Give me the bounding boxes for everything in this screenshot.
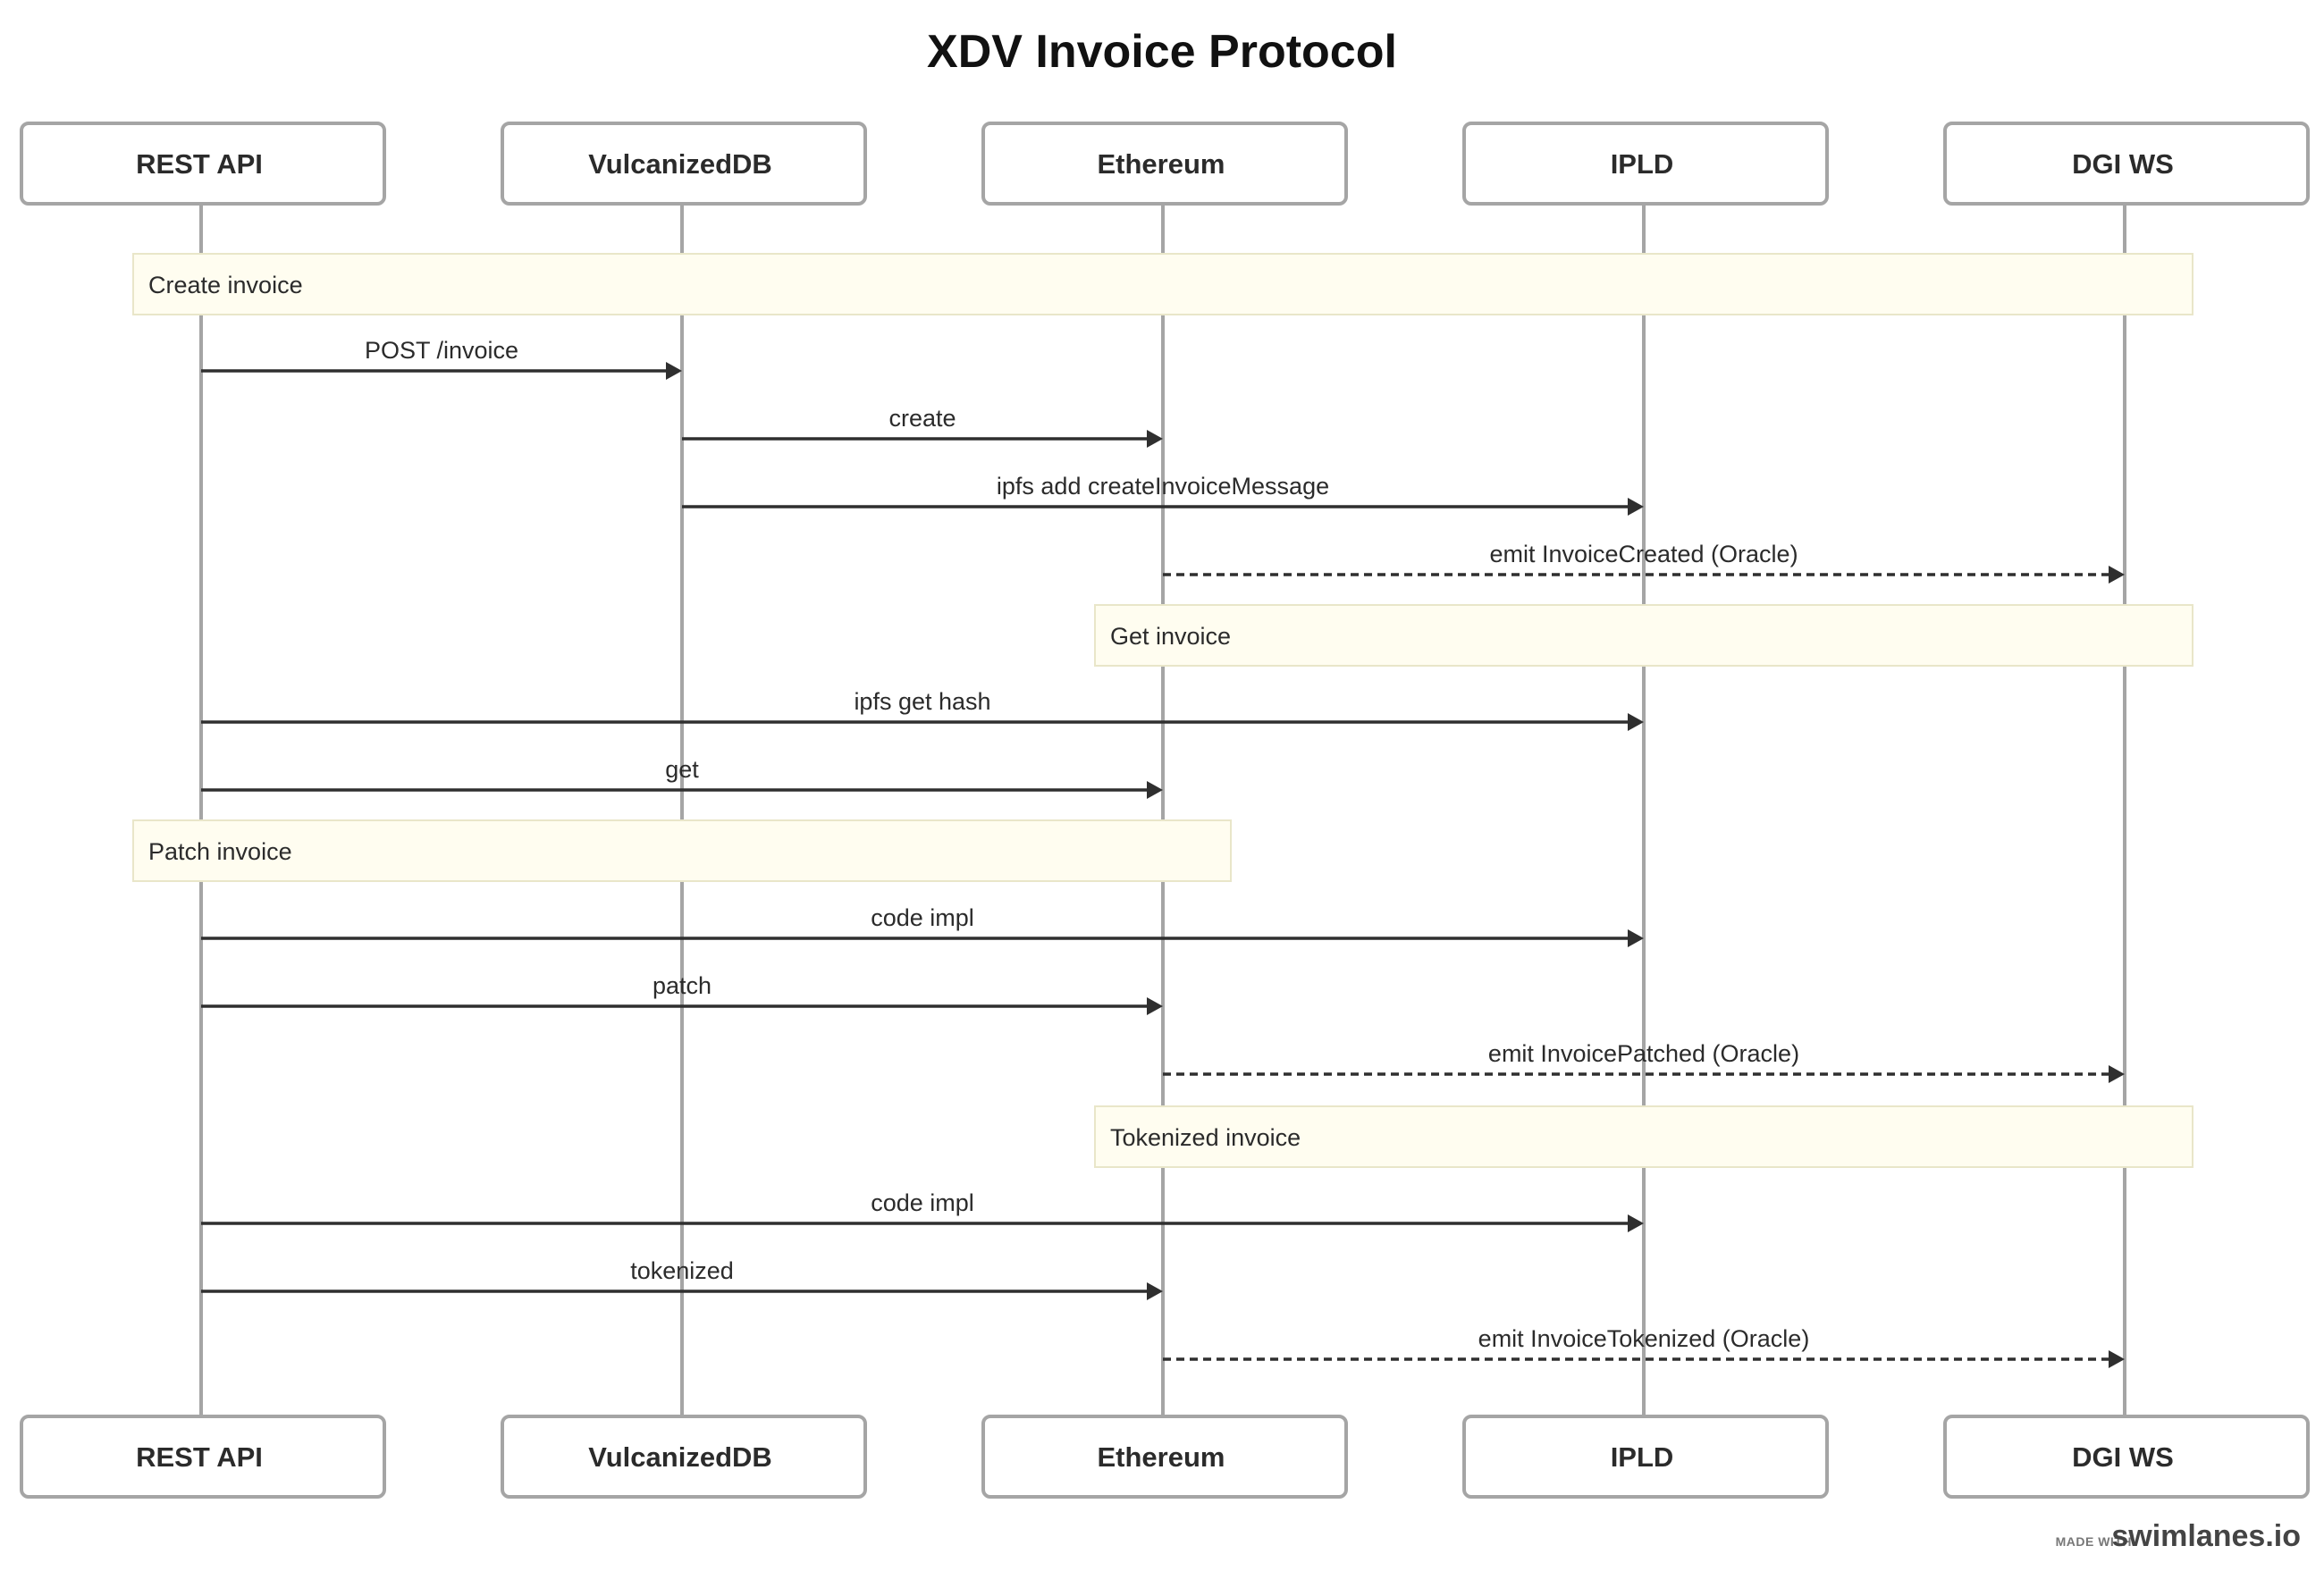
- participant-rest-top: REST API: [20, 122, 386, 206]
- brand-label: swimlanes.io: [2111, 1519, 2301, 1553]
- message-label: ipfs get hash: [854, 688, 990, 715]
- messages: POST /invoice create ipfs add createInvoic…: [201, 337, 2125, 1368]
- note-box: [132, 819, 1232, 882]
- participant-box: [501, 122, 867, 206]
- message: ipfs get hash: [201, 688, 1644, 731]
- participant-rest-bottom: REST API: [20, 1415, 386, 1499]
- credit: MADE WITH swimlanes.io: [2056, 1519, 2301, 1553]
- participant-label: IPLD: [1611, 1441, 1674, 1473]
- message-label: code impl: [871, 1189, 974, 1216]
- arrowhead: [2109, 1065, 2125, 1083]
- message: emit InvoicePatched (Oracle): [1163, 1040, 2125, 1083]
- arrowhead: [2109, 1350, 2125, 1368]
- participants: REST API REST API VulcanizedDB VulcanizedDB…: [20, 122, 2310, 1499]
- participant-box: [1462, 1415, 1829, 1499]
- participant-label: DGI WS: [2072, 1441, 2174, 1473]
- message: create: [682, 405, 1163, 448]
- message-label: emit InvoiceTokenized (Oracle): [1478, 1325, 1810, 1352]
- participant-label: REST API: [136, 148, 263, 180]
- note-text: Patch invoice: [148, 838, 292, 865]
- participant-label: VulcanizedDB: [588, 148, 772, 180]
- message: tokenized: [201, 1257, 1163, 1300]
- message: emit InvoiceCreated (Oracle): [1163, 541, 2125, 584]
- note: Get invoice: [1094, 604, 2193, 667]
- participant-box: [1462, 122, 1829, 206]
- message-label: tokenized: [630, 1257, 734, 1284]
- note-text: Create invoice: [148, 272, 303, 298]
- arrowhead: [1147, 997, 1163, 1015]
- note: Tokenized invoice: [1094, 1105, 2193, 1168]
- note-text: Get invoice: [1110, 623, 1231, 650]
- note-box: [132, 253, 2193, 315]
- message-label: code impl: [871, 904, 974, 931]
- participant-box: [981, 122, 1348, 206]
- message-label: get: [665, 756, 699, 783]
- message: code impl: [201, 904, 1644, 947]
- arrowhead: [1628, 713, 1644, 731]
- participant-box: [1943, 122, 2310, 206]
- message: ipfs add createInvoiceMessage: [682, 473, 1644, 516]
- participant-box: [1943, 1415, 2310, 1499]
- arrowhead: [1628, 1214, 1644, 1232]
- message-label: POST /invoice: [365, 337, 518, 364]
- participant-eth-top: Ethereum: [981, 122, 1348, 206]
- participant-box: [20, 1415, 386, 1499]
- participant-dgi-bottom: DGI WS: [1943, 1415, 2310, 1499]
- note-text: Tokenized invoice: [1110, 1124, 1301, 1151]
- message-label: emit InvoicePatched (Oracle): [1488, 1040, 1799, 1067]
- arrowhead: [666, 362, 682, 380]
- made-with-label: MADE WITH: [2056, 1534, 2132, 1549]
- participant-label: REST API: [136, 1441, 263, 1473]
- participant-ipld-bottom: IPLD: [1462, 1415, 1829, 1499]
- participant-label: IPLD: [1611, 148, 1674, 180]
- participant-dgi-top: DGI WS: [1943, 122, 2310, 206]
- note: Patch invoice: [132, 819, 1232, 882]
- message: emit InvoiceTokenized (Oracle): [1163, 1325, 2125, 1368]
- participant-eth-bottom: Ethereum: [981, 1415, 1348, 1499]
- participant-box: [501, 1415, 867, 1499]
- participant-vdb-bottom: VulcanizedDB: [501, 1415, 867, 1499]
- message: patch: [201, 972, 1163, 1015]
- arrowhead: [1147, 781, 1163, 799]
- arrowhead: [1628, 929, 1644, 947]
- participant-ipld-top: IPLD: [1462, 122, 1829, 206]
- message: get: [201, 756, 1163, 799]
- diagram-title: XDV Invoice Protocol: [927, 26, 1397, 78]
- arrowhead: [1628, 498, 1644, 516]
- note: Create invoice: [132, 253, 2193, 315]
- arrowhead: [1147, 1282, 1163, 1300]
- participant-box: [981, 1415, 1348, 1499]
- message: code impl: [201, 1189, 1644, 1232]
- arrowhead: [1147, 430, 1163, 448]
- note-box: [1094, 1105, 2193, 1168]
- lifelines: [199, 204, 2126, 1416]
- note-box: [1094, 604, 2193, 667]
- message-label: ipfs add createInvoiceMessage: [997, 473, 1329, 500]
- participant-label: Ethereum: [1098, 1441, 1225, 1473]
- participant-label: DGI WS: [2072, 148, 2174, 180]
- participant-box: [20, 122, 386, 206]
- message-label: emit InvoiceCreated (Oracle): [1489, 541, 1798, 567]
- message-label: create: [888, 405, 956, 432]
- message: POST /invoice: [201, 337, 682, 380]
- participant-label: VulcanizedDB: [588, 1441, 772, 1473]
- participant-label: Ethereum: [1098, 148, 1225, 180]
- arrowhead: [2109, 566, 2125, 584]
- message-label: patch: [653, 972, 712, 999]
- participant-vdb-top: VulcanizedDB: [501, 122, 867, 206]
